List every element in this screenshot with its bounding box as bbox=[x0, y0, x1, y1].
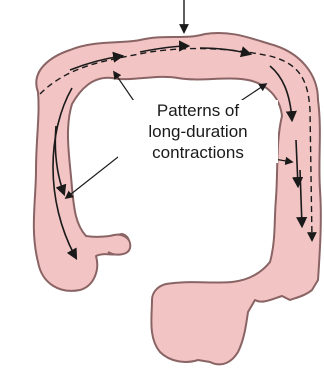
colon-outline bbox=[34, 33, 321, 364]
appendix bbox=[108, 235, 130, 255]
contractions-label: Patterns of long-duration contractions bbox=[118, 100, 278, 163]
label-line-1: Patterns of bbox=[118, 100, 278, 121]
label-line-3: contractions bbox=[118, 142, 278, 163]
label-line-2: long-duration bbox=[118, 121, 278, 142]
